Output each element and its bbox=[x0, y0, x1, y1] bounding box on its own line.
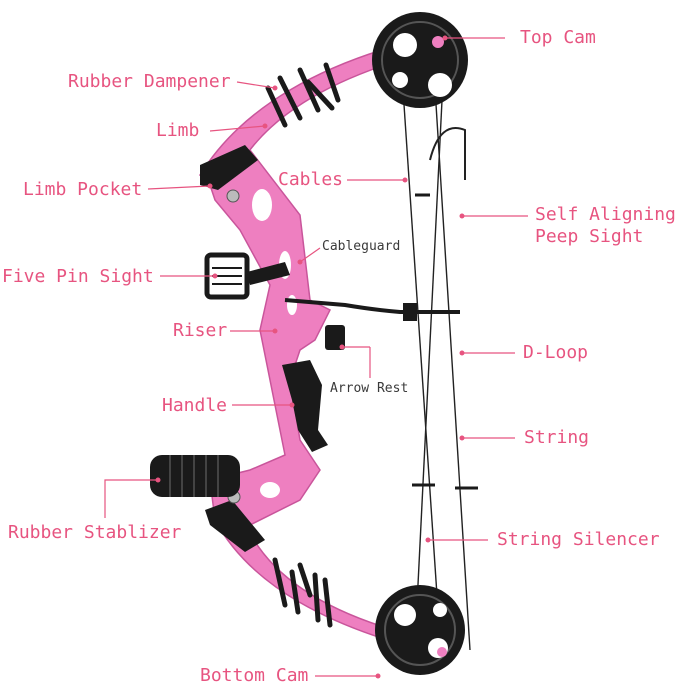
riser-body bbox=[204, 149, 332, 531]
cable-2 bbox=[414, 39, 446, 646]
string-silencers bbox=[412, 193, 478, 490]
top-cam-wheel bbox=[372, 12, 468, 108]
peep-tube bbox=[429, 127, 466, 180]
cable-1 bbox=[399, 44, 441, 641]
label-limb-pocket: Limb Pocket bbox=[23, 179, 143, 200]
label-peep-sight: Peep Sight bbox=[535, 226, 644, 247]
bottom-limb-pocket bbox=[205, 500, 265, 552]
label-arrow-rest: Arrow Rest bbox=[330, 381, 409, 396]
bottom-cam-wheel bbox=[375, 585, 465, 675]
label-riser: Riser bbox=[173, 320, 228, 341]
label-string-silencer: String Silencer bbox=[497, 529, 660, 550]
cableguard-rod bbox=[284, 298, 460, 314]
string-and-cables bbox=[399, 39, 471, 651]
top-limb-pocket bbox=[200, 145, 258, 190]
label-five-pin-sight: Five Pin Sight bbox=[2, 266, 154, 287]
label-d-loop: D-Loop bbox=[523, 342, 589, 363]
label-handle: Handle bbox=[162, 395, 228, 416]
label-self-aligning: Self Aligning bbox=[535, 204, 676, 225]
label-top-cam: Top Cam bbox=[520, 27, 596, 48]
leader-dots bbox=[155, 35, 465, 679]
top-dampeners bbox=[265, 62, 341, 128]
leader-lines bbox=[104, 37, 528, 677]
label-cableguard: Cableguard bbox=[322, 239, 401, 254]
arrow-rest-part bbox=[325, 325, 345, 350]
label-string: String bbox=[524, 427, 590, 448]
label-rubber-dampener: Rubber Dampener bbox=[68, 71, 231, 92]
label-limb: Limb bbox=[156, 120, 200, 141]
handle-grip bbox=[282, 360, 328, 452]
bottom-dampeners bbox=[272, 557, 333, 628]
label-bottom-cam: Bottom Cam bbox=[200, 665, 309, 686]
label-rubber-stablizer: Rubber Stablizer bbox=[8, 522, 182, 543]
label-cables: Cables bbox=[278, 169, 344, 190]
rubber-stabilizer-part bbox=[150, 455, 240, 497]
bow-string bbox=[431, 39, 471, 651]
